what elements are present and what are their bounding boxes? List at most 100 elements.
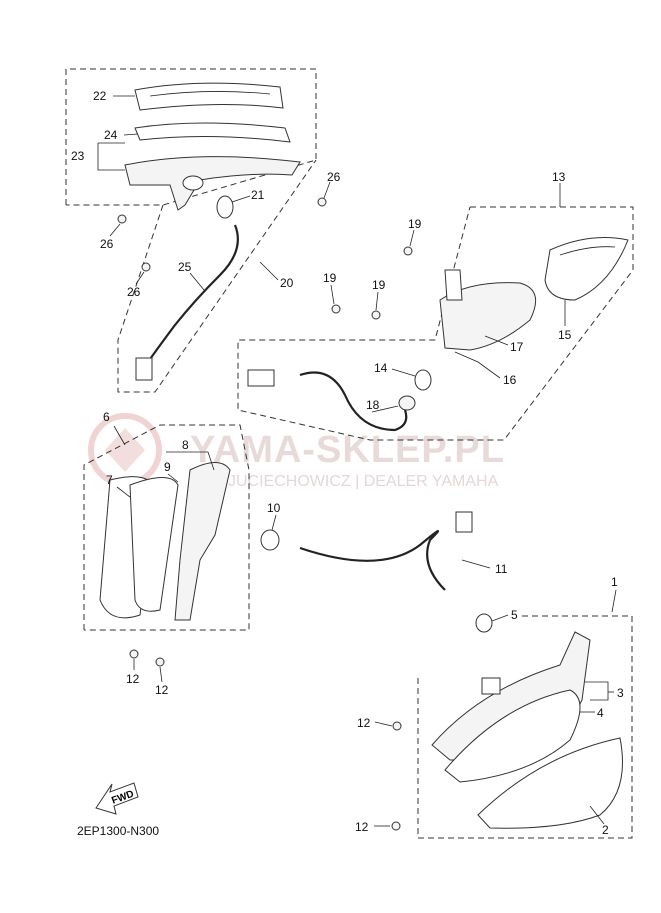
callout-9: 9 bbox=[164, 460, 171, 474]
leader-26b bbox=[109, 223, 121, 237]
rear-flasher-dashed-box bbox=[237, 206, 634, 441]
leader-17 bbox=[484, 335, 509, 346]
callout-12c: 12 bbox=[357, 716, 371, 730]
callout-10: 10 bbox=[267, 501, 281, 515]
fwd-arrow-shape bbox=[95, 782, 139, 815]
front-gasket bbox=[444, 689, 581, 783]
callout-18: 18 bbox=[366, 398, 380, 412]
rear-flasher-group bbox=[237, 206, 634, 441]
callout-19b: 19 bbox=[323, 271, 337, 285]
leader-10 bbox=[271, 514, 277, 531]
callout-6: 6 bbox=[103, 410, 110, 424]
leader-19b bbox=[330, 284, 335, 305]
callout-4: 4 bbox=[597, 706, 604, 720]
leader-2 bbox=[589, 805, 605, 825]
side-light-group bbox=[83, 424, 473, 667]
side-lens-inner bbox=[129, 477, 179, 612]
callout-22: 22 bbox=[93, 89, 107, 103]
leader-23 bbox=[97, 143, 125, 171]
tail-lens-inner bbox=[149, 91, 271, 97]
callout-26b: 26 bbox=[100, 237, 114, 251]
callout-16: 16 bbox=[503, 373, 517, 387]
watermark-tagline: JUCIECHOWICZ | DEALER YAMAHA bbox=[228, 473, 499, 490]
flasher-bulb bbox=[414, 369, 432, 391]
screw-12-b bbox=[155, 657, 165, 667]
front-light-dashed-box bbox=[417, 615, 633, 839]
leader-9 bbox=[167, 473, 179, 483]
side-light-housing bbox=[174, 462, 231, 621]
leader-19a bbox=[409, 229, 415, 247]
screw-26-b bbox=[117, 214, 127, 224]
tail-light-group bbox=[65, 68, 327, 393]
tail-lens bbox=[134, 82, 284, 111]
leader-6 bbox=[113, 425, 126, 446]
callout-17: 17 bbox=[510, 340, 524, 354]
leader-12b bbox=[159, 666, 163, 683]
callout-13: 13 bbox=[552, 170, 566, 184]
callout-1: 1 bbox=[611, 575, 618, 589]
flasher-harness-connector bbox=[247, 369, 275, 387]
callout-8: 8 bbox=[182, 438, 189, 452]
leader-18 bbox=[371, 405, 399, 413]
callout-7: 7 bbox=[106, 473, 113, 487]
leader-lines bbox=[97, 95, 617, 827]
leader-16 bbox=[454, 351, 501, 379]
harness-dashed-box bbox=[117, 159, 317, 393]
leader-8 bbox=[166, 451, 215, 471]
fwd-arrow: FWD bbox=[95, 782, 139, 815]
leader-25 bbox=[189, 272, 205, 291]
leader-7 bbox=[116, 486, 131, 498]
callout-12d: 12 bbox=[355, 820, 369, 834]
leader-12c bbox=[374, 721, 393, 727]
callout-12a: 12 bbox=[126, 672, 140, 686]
flasher-lens-inner bbox=[559, 246, 616, 256]
callout-24: 24 bbox=[104, 128, 118, 142]
callout-20: 20 bbox=[280, 276, 294, 290]
side-bulb bbox=[260, 529, 280, 551]
front-light-group bbox=[391, 613, 633, 839]
leader-26c bbox=[135, 271, 145, 285]
callout-5: 5 bbox=[511, 608, 518, 622]
tail-socket bbox=[182, 175, 204, 191]
callout-14: 14 bbox=[374, 361, 388, 375]
tail-harness-connector bbox=[135, 357, 153, 381]
callout-19a: 19 bbox=[408, 217, 422, 231]
watermark-brand: YAMA-SKLEP.PL bbox=[190, 429, 505, 471]
leader-14 bbox=[391, 368, 416, 377]
callout-labels: 22 24 23 26 21 26 26 25 20 13 19 19 19 1… bbox=[71, 89, 624, 837]
leader-11 bbox=[461, 559, 491, 569]
watermark-logo-mark bbox=[105, 428, 145, 472]
tail-light-dashed-box bbox=[65, 68, 317, 206]
callout-26c: 26 bbox=[127, 285, 141, 299]
leader-20 bbox=[259, 261, 279, 281]
callout-21: 21 bbox=[251, 188, 265, 202]
flasher-bracket bbox=[444, 269, 463, 301]
callout-26a: 26 bbox=[327, 170, 341, 184]
screw-19-a bbox=[403, 246, 413, 256]
callout-23: 23 bbox=[71, 149, 85, 163]
tail-gasket bbox=[134, 122, 291, 143]
screw-19-b bbox=[331, 304, 341, 314]
screw-12-c bbox=[392, 721, 402, 731]
leader-19c bbox=[375, 291, 379, 311]
callout-19c: 19 bbox=[372, 278, 386, 292]
screw-19-c bbox=[371, 310, 381, 320]
leader-26a bbox=[323, 181, 331, 199]
leader-5 bbox=[491, 614, 509, 622]
side-harness-wire bbox=[299, 530, 446, 591]
callout-11: 11 bbox=[495, 562, 508, 576]
tail-bulb bbox=[216, 195, 234, 219]
screw-26-c bbox=[141, 262, 151, 272]
leader-3 bbox=[585, 681, 609, 701]
front-housing-tab bbox=[481, 677, 501, 695]
flasher-harness-wire bbox=[299, 371, 408, 432]
leader-21 bbox=[231, 195, 251, 203]
front-lens bbox=[477, 737, 623, 829]
callout-15: 15 bbox=[558, 328, 572, 342]
side-harness-connector bbox=[455, 511, 473, 533]
screw-12-d bbox=[391, 821, 401, 831]
leader-1 bbox=[611, 589, 617, 613]
front-bulb bbox=[475, 613, 493, 633]
tail-housing bbox=[124, 156, 301, 211]
